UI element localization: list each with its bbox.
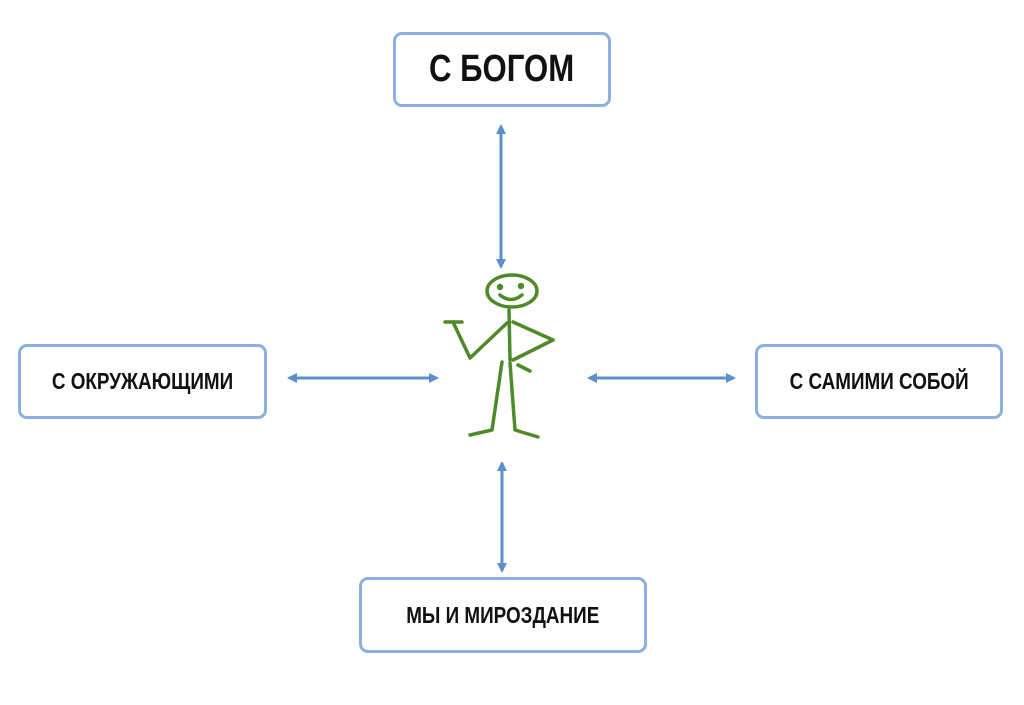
node-we-and-universe: МЫ И МИРОЗДАНИЕ — [359, 577, 647, 653]
node-label: С САМИМИ СОБОЙ — [789, 368, 969, 394]
node-with-god: С БОГОМ — [393, 32, 611, 107]
stick-figure-icon — [443, 273, 555, 439]
node-label: С ОКРУЖАЮЩИМИ — [51, 368, 234, 394]
node-with-ourselves: С САМИМИ СОБОЙ — [755, 344, 1003, 419]
node-label: С БОГОМ — [429, 48, 575, 90]
node-with-others: С ОКРУЖАЮЩИМИ — [18, 344, 267, 419]
node-label: МЫ И МИРОЗДАНИЕ — [406, 601, 600, 628]
